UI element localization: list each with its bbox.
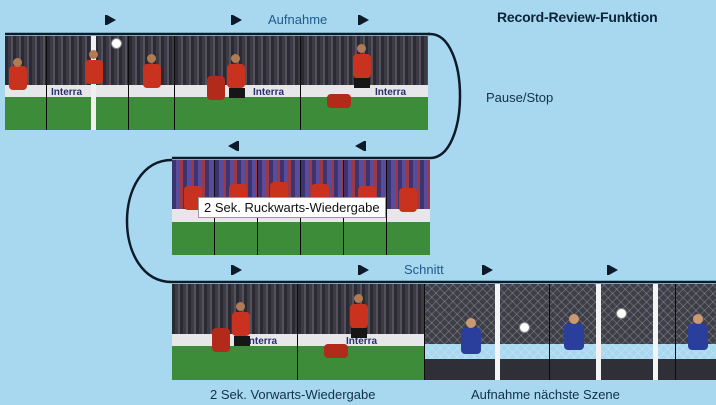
film-frame <box>676 284 716 380</box>
play-forward-icon <box>607 265 618 275</box>
film-frame: Interra <box>172 284 298 380</box>
record-filmstrip: Interra Interra Interra <box>5 36 428 130</box>
play-forward-icon <box>358 265 369 275</box>
label-cut: Schnitt <box>404 262 444 277</box>
page-title: Record-Review-Funktion <box>497 9 658 25</box>
label-next-scene: Aufnahme nächste Szene <box>471 387 620 402</box>
play-forward-icon <box>231 265 242 275</box>
film-frame <box>387 160 430 255</box>
label-forward-playback: 2 Sek. Vorwarts-Wiedergabe <box>210 387 376 402</box>
label-record: Aufnahme <box>268 12 328 27</box>
play-forward-icon <box>105 15 116 25</box>
film-frame <box>425 284 550 380</box>
film-frame <box>550 284 676 380</box>
forward-and-next-scene-filmstrip: Interra Interra <box>172 284 716 380</box>
label-reverse-playback: 2 Sek. Ruckwarts-Wiedergabe <box>198 197 386 218</box>
film-frame <box>129 36 175 130</box>
label-pause-stop: Pause/Stop <box>486 90 554 105</box>
film-frame: Interra <box>298 284 425 380</box>
play-reverse-icon <box>355 141 366 151</box>
film-frame: Interra <box>47 36 129 130</box>
play-reverse-icon <box>228 141 239 151</box>
film-frame: Interra <box>175 36 301 130</box>
play-forward-icon <box>358 15 369 25</box>
play-forward-icon <box>231 15 242 25</box>
film-frame: Interra <box>301 36 428 130</box>
film-frame <box>5 36 47 130</box>
play-forward-icon <box>482 265 493 275</box>
